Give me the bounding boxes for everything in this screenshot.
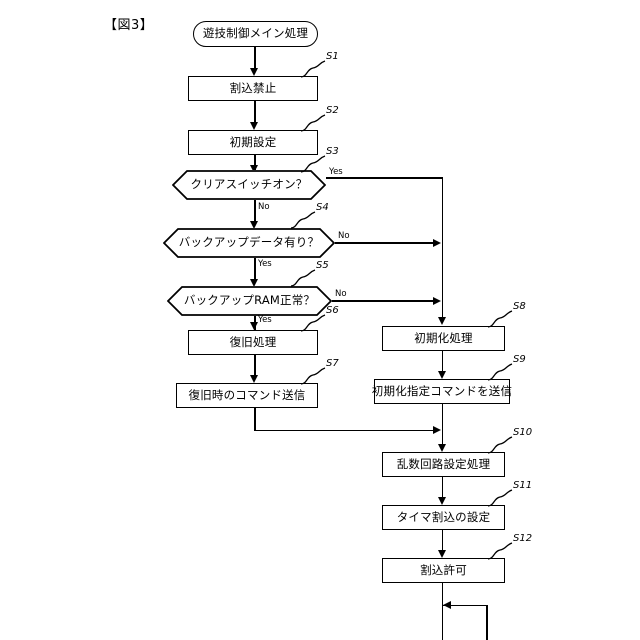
figure-number: 【図3】	[104, 18, 154, 33]
edge-s9-s10	[441, 404, 444, 448]
process-s12: 割込許可	[382, 558, 505, 583]
edge-label-s3-no: No	[257, 202, 271, 212]
edge-s10-s11	[441, 477, 444, 499]
callout-s3-code: S3	[326, 146, 339, 157]
edge-start-s1-arrowhead	[250, 68, 258, 76]
process-s7-label: 復旧時のコマンド送信	[188, 387, 306, 402]
loop-return-top	[441, 604, 488, 607]
callout-s6-code: S6	[326, 305, 339, 316]
callout-s12: S12	[487, 534, 532, 561]
decision-s5: バックアップRAM正常？	[167, 286, 332, 316]
callout-s5-code: S5	[316, 260, 329, 271]
decision-s5-label: バックアップRAM正常？	[183, 293, 316, 308]
callout-s10: S10	[487, 428, 532, 455]
process-s2: 初期設定	[188, 130, 318, 155]
edge-start-s1	[254, 47, 256, 69]
decision-s4: バックアップデータ有り？	[163, 228, 335, 258]
callout-s4-code: S4	[316, 202, 329, 213]
callout-s9: S9	[487, 355, 526, 382]
process-s1-label: 割込禁止	[229, 80, 277, 95]
edge-s10-s11-arrowhead	[437, 497, 446, 505]
loop-return-arrowhead	[443, 601, 451, 609]
process-s2-label: 初期設定	[229, 134, 277, 149]
process-s6: 復旧処理	[188, 330, 318, 355]
edge-s4-no-arrowhead	[433, 238, 441, 247]
edge-s4-yes-arrowhead	[250, 279, 258, 287]
edge-s8-s9	[441, 351, 444, 373]
edge-label-s5-yes: Yes	[257, 315, 273, 325]
edge-s8-s9-arrowhead	[437, 371, 446, 379]
callout-s8: S8	[487, 302, 526, 329]
edge-s3-yes	[326, 177, 443, 179]
edge-label-s5-no: No	[334, 289, 348, 299]
callout-s4: S4	[290, 203, 329, 230]
decision-s3: クリアスイッチオン？	[172, 170, 326, 200]
edge-label-s4-no: No	[337, 231, 351, 241]
edge-s7-down	[254, 408, 256, 431]
callout-s10-code: S10	[513, 427, 533, 438]
process-s6-label: 復旧処理	[229, 334, 277, 349]
edge-s5-no-arrowhead	[433, 296, 441, 305]
callout-s7: S7	[300, 359, 339, 386]
callout-s6: S6	[300, 306, 339, 333]
edge-s11-s12	[441, 530, 444, 552]
decision-s4-label: バックアップデータ有り？	[178, 235, 320, 250]
process-s1: 割込禁止	[188, 76, 318, 101]
edge-s1-s2-arrowhead	[250, 122, 258, 130]
edge-label-s3-yes: Yes	[328, 167, 344, 177]
edge-label-s4-yes: Yes	[257, 259, 273, 269]
process-s10-label: 乱数回路設定処理	[396, 456, 491, 471]
edge-s6-s7	[254, 355, 256, 377]
right-rail	[441, 177, 444, 318]
edge-s11-s12-arrowhead	[437, 550, 446, 558]
edge-s4-yes	[254, 258, 256, 280]
process-s7: 復旧時のコマンド送信	[176, 383, 318, 408]
edge-s3-no-arrowhead	[250, 221, 258, 229]
edge-s2-s3-arrowhead	[250, 165, 258, 173]
callout-s1: S1	[300, 52, 339, 79]
loop-right-edge	[486, 605, 488, 640]
callout-s8-code: S8	[513, 301, 526, 312]
decision-s4-shape	[163, 228, 335, 258]
callout-s2: S2	[300, 106, 339, 133]
callout-s11-code: S11	[513, 480, 533, 491]
process-s12-label: 割込許可	[420, 562, 467, 577]
right-rail-arrowhead	[437, 317, 446, 325]
edge-s6-s7-arrowhead	[250, 375, 258, 383]
callout-s3: S3	[300, 147, 339, 174]
process-s10: 乱数回路設定処理	[382, 452, 505, 477]
process-s11-label: タイマ割込の設定	[396, 509, 491, 524]
decision-s3-label: クリアスイッチオン？	[190, 177, 308, 192]
callout-s2-code: S2	[326, 105, 339, 116]
callout-s1-code: S1	[326, 51, 339, 62]
process-s11: タイマ割込の設定	[382, 505, 505, 530]
edge-s9-s10-arrowhead	[437, 444, 446, 452]
callout-s5: S5	[290, 261, 329, 288]
edge-s7-merge	[254, 429, 435, 432]
callout-s11: S11	[487, 481, 532, 508]
decision-s5-shape	[167, 286, 332, 316]
process-s8-label: 初期化処理	[414, 330, 473, 345]
start-terminator-label: 遊技制御メイン処理	[202, 26, 309, 41]
loop-main-vertical	[441, 583, 444, 640]
decision-s3-shape	[172, 170, 326, 200]
edge-s5-no	[332, 300, 435, 302]
callout-s9-code: S9	[513, 354, 526, 365]
process-s9-label: 初期化指定コマンドを送信	[371, 383, 513, 398]
start-terminator: 遊技制御メイン処理	[193, 21, 318, 47]
edge-s5-yes-arrowhead	[250, 322, 258, 330]
edge-s2-s3	[254, 155, 256, 170]
edge-s4-no	[335, 242, 435, 244]
process-s8: 初期化処理	[382, 326, 505, 351]
callout-s12-code: S12	[513, 533, 533, 544]
edge-s7-merge-arrowhead	[433, 426, 441, 434]
edge-s3-no	[254, 200, 256, 222]
callout-s7-code: S7	[326, 358, 339, 369]
process-s9: 初期化指定コマンドを送信	[371, 379, 513, 404]
edge-s1-s2	[254, 101, 256, 123]
